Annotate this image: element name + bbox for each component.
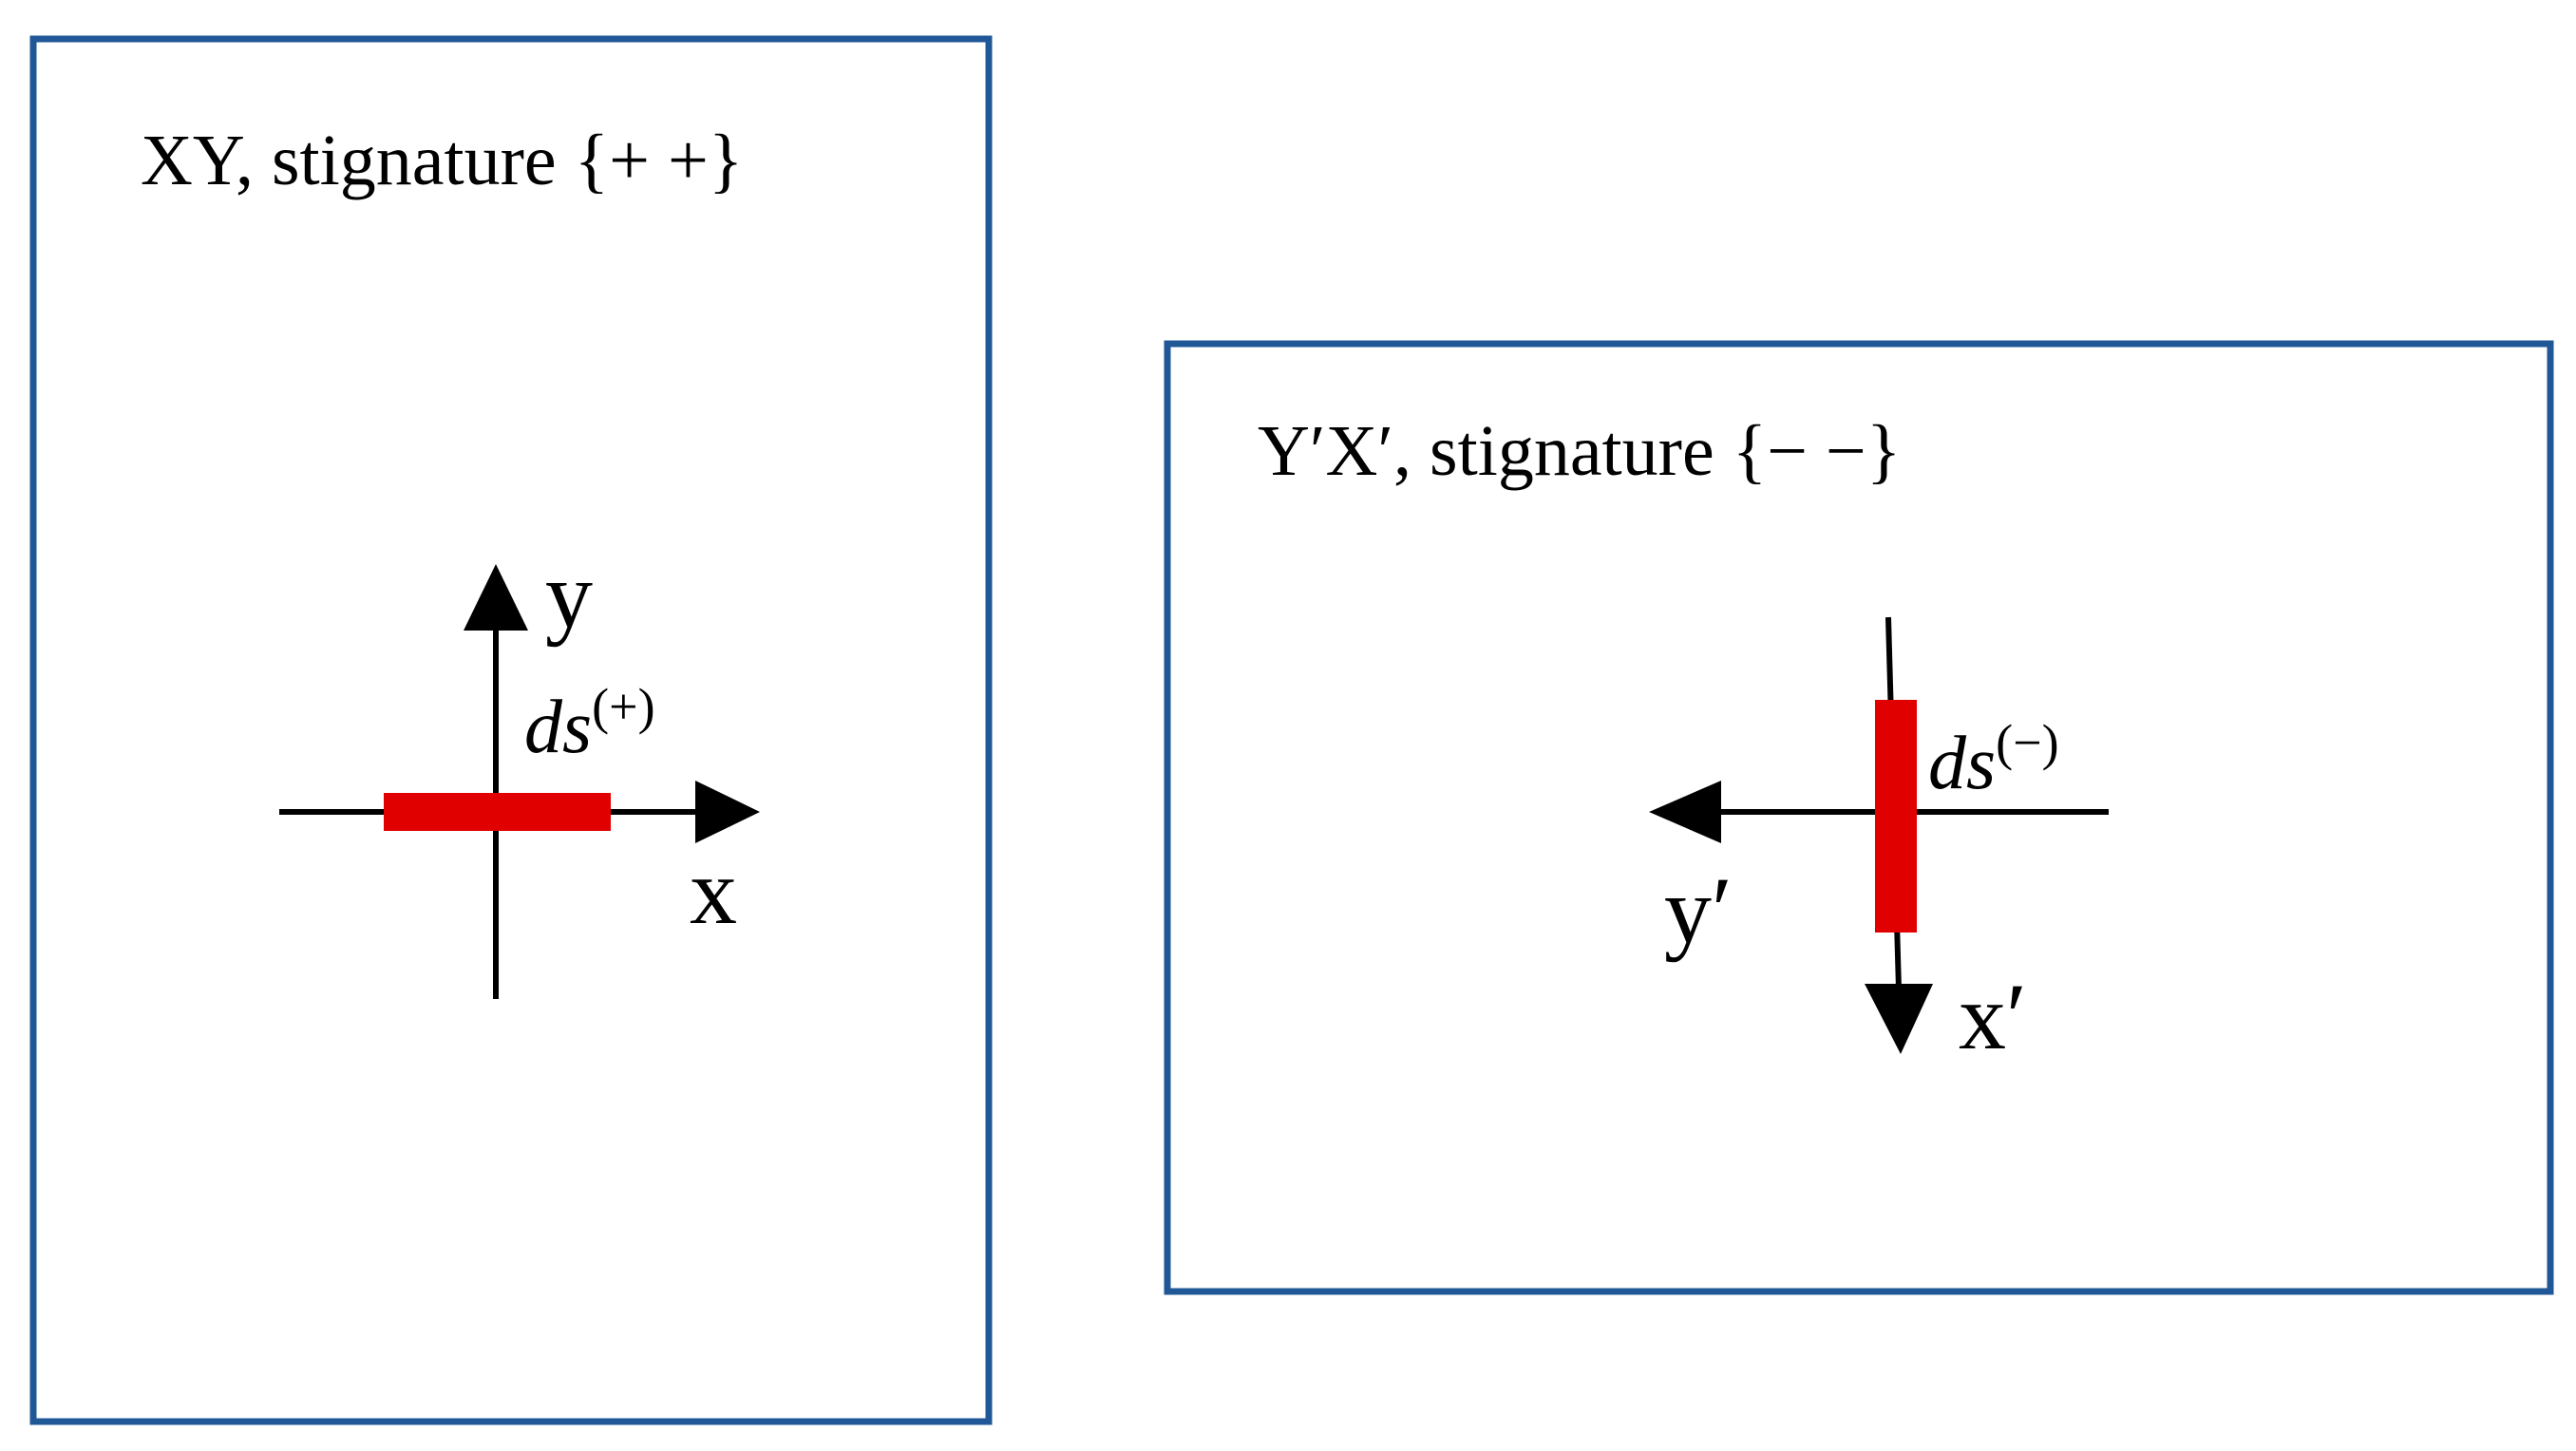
panel-yx-prime-frame <box>1164 340 2554 1295</box>
x-prime-axis-label: x′ <box>1959 964 2027 1069</box>
ds-minus-label: ds(−) <box>1928 714 2059 805</box>
ds-minus-superscript: (−) <box>1996 714 2058 771</box>
panel-yx-prime-title: Y′X′, stignature {− −} <box>1258 411 1901 491</box>
panel-xy-title: XY, stignature {+ +} <box>141 121 743 200</box>
y-axis-label: y <box>545 542 593 648</box>
panel-xy: XY, stignature {+ +} y x ds(+) <box>29 35 993 1425</box>
ds-plus-base: ds <box>524 686 592 769</box>
ds-plus-segment <box>384 793 611 831</box>
ds-plus-label: ds(+) <box>524 678 655 769</box>
x-axis-label: x <box>690 839 737 944</box>
panel-xy-frame <box>29 35 993 1425</box>
ds-plus-superscript: (+) <box>592 678 654 735</box>
ds-minus-segment <box>1875 700 1917 933</box>
y-prime-axis-label: y′ <box>1664 857 1733 963</box>
y-prime-axis-arrowhead <box>1649 781 1721 843</box>
x-prime-axis-arrowhead <box>1865 984 1933 1054</box>
x-axis-arrowhead <box>695 781 760 843</box>
y-axis-arrowhead <box>464 564 528 631</box>
ds-minus-base: ds <box>1928 722 1996 805</box>
panel-yx-prime: Y′X′, stignature {− −} y′ x′ ds(−) <box>1164 340 2554 1295</box>
